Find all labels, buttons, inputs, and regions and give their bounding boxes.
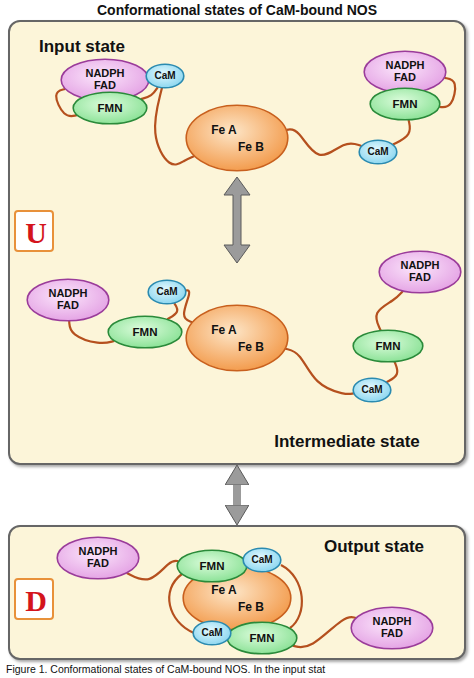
domain-label: FMN (226, 632, 298, 644)
domain-label: Fe A (204, 584, 244, 597)
domain-label: NADPH FAD (80, 68, 130, 91)
fmn-domain: FMN (72, 91, 148, 125)
state-panel: Input stateIntermediate state U NADPH FAD F… (8, 20, 466, 465)
domain-label: FMN (369, 98, 441, 110)
domain-label: NADPH FAD (395, 260, 445, 283)
fmn-domain: FMN (176, 549, 248, 583)
domain-label: NADPH FAD (43, 288, 93, 311)
transition-arrow (233, 485, 241, 505)
domain-label: FMN (352, 340, 424, 352)
domain-label: NADPH FAD (367, 616, 417, 639)
domain-label: CaM (242, 555, 282, 566)
domain-ellipse (27, 279, 109, 321)
state-heading: Output state (299, 538, 449, 556)
nadph-fad-domain: NADPH FAD (26, 278, 110, 322)
state-letter: U (16, 217, 56, 249)
domain-ellipse (183, 566, 291, 630)
domain-ellipse (186, 105, 288, 171)
domain-label: FMN (107, 326, 183, 338)
nadph-fad-domain: NADPH FAD (56, 536, 140, 580)
domain-label: CaM (192, 628, 232, 639)
nadph-fad-domain: NADPH FAD (378, 250, 462, 294)
domain-label: NADPH FAD (380, 60, 430, 83)
domain-label: CaM (352, 385, 392, 396)
domain-label: CaM (358, 147, 398, 158)
cam-domain: CaM (352, 377, 392, 403)
domain-label: FMN (72, 102, 148, 114)
domain-ellipse (379, 251, 461, 293)
fmn-domain: FMN (226, 621, 298, 655)
state-heading: Intermediate state (247, 433, 447, 451)
cam-domain: CaM (145, 63, 185, 89)
domain-outline (185, 104, 289, 172)
domain-label: Fe B (231, 341, 271, 354)
nadph-fad-domain: NADPH FAD (350, 606, 434, 650)
domain-label: NADPH FAD (73, 546, 123, 569)
domain-label: CaM (147, 287, 187, 298)
fmn-domain: FMN (352, 329, 424, 363)
domain-ellipse (364, 51, 446, 93)
domain-label: Fe B (231, 141, 271, 154)
domain-label: FMN (176, 560, 248, 572)
cam-domain: CaM (358, 139, 398, 165)
state-letter: D (16, 585, 56, 617)
cam-domain: CaM (242, 547, 282, 573)
heme-domain: Fe A Fe B (185, 304, 289, 372)
fmn-domain: FMN (107, 315, 183, 349)
domain-label: CaM (145, 71, 185, 82)
domain-ellipse (351, 607, 433, 649)
domain-label: Fe A (204, 124, 244, 137)
domain-label: Fe A (204, 324, 244, 337)
domain-ellipse (57, 537, 139, 579)
state-panel: Output stateDNADPH FADFMNCaMFe AFe BCaMF… (8, 525, 466, 660)
state-tag: D (14, 578, 54, 620)
domain-label: Fe B (231, 601, 271, 614)
domain-ellipse (186, 305, 288, 371)
fmn-domain: FMN (369, 87, 441, 121)
cam-domain: CaM (192, 620, 232, 646)
cam-domain: CaM (147, 279, 187, 305)
domain-outline (185, 304, 289, 372)
figure-caption: Figure 1. Conformational states of CaM-b… (6, 663, 472, 675)
heme-domain: Fe A Fe B (185, 104, 289, 172)
state-tag: U (14, 210, 54, 252)
figure-title: Conformational states of CaM-bound NOS (0, 2, 474, 18)
state-heading: Input state (7, 38, 157, 56)
